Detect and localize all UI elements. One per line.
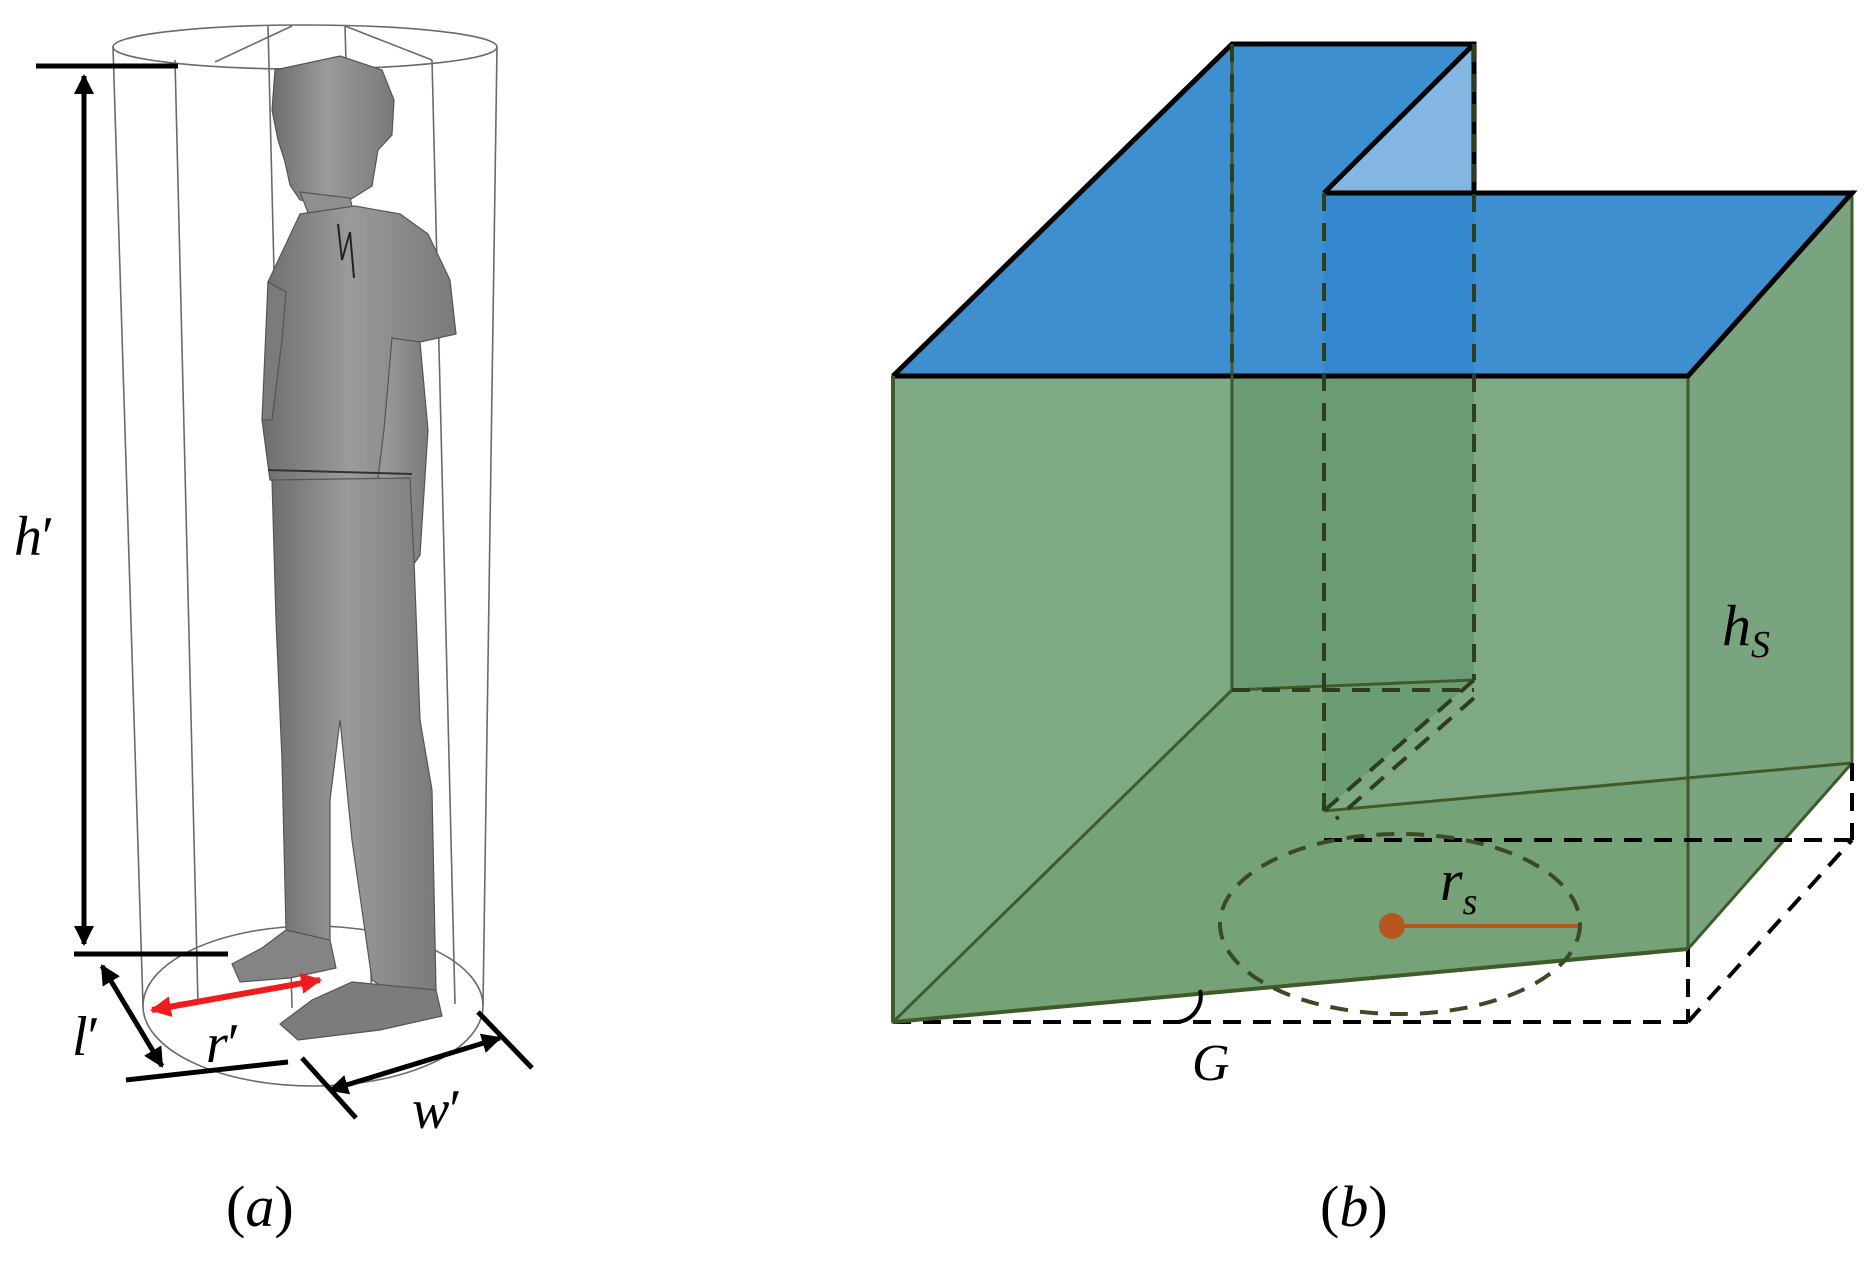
center-point bbox=[1379, 913, 1405, 939]
radius-circle bbox=[1218, 832, 1582, 1016]
width-dimension bbox=[300, 1010, 534, 1120]
top-face-left bbox=[893, 44, 1474, 376]
hidden-edges bbox=[1230, 44, 1476, 821]
label-h-prime: h′ bbox=[14, 506, 54, 568]
inner-column-top bbox=[1324, 193, 1474, 376]
label-g: G bbox=[1192, 1035, 1230, 1092]
label-w-prime: w′ bbox=[412, 1079, 462, 1141]
caption-b: (b) bbox=[1320, 1174, 1388, 1239]
caption-a: (a) bbox=[226, 1174, 294, 1239]
human-figure bbox=[231, 55, 457, 1041]
angle-arc bbox=[1177, 989, 1203, 1024]
panel-b: hS rs G (b) bbox=[891, 41, 1858, 1239]
height-dimension bbox=[36, 63, 228, 957]
label-l-prime: l′ bbox=[72, 1006, 100, 1068]
label-r-s: rs bbox=[1440, 848, 1477, 923]
label-h-s: hS bbox=[1722, 593, 1770, 666]
panel-a: h′ l′ r′ w′ (a) bbox=[14, 24, 534, 1239]
front-bottom-edge bbox=[892, 947, 1689, 1024]
label-r-prime: r′ bbox=[206, 1013, 240, 1075]
radius-arrow bbox=[149, 972, 323, 1018]
length-dimension bbox=[99, 964, 289, 1083]
ground-outline bbox=[893, 763, 1854, 1024]
